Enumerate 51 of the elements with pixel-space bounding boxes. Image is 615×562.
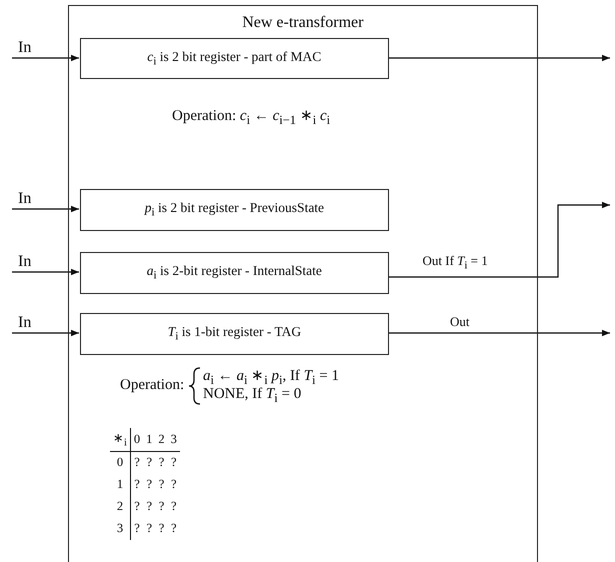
- operation-label: Operation:: [120, 377, 184, 394]
- register-label: a$_{i}$ is 2-bit register - InternalState: [146, 263, 322, 282]
- table-cell: ?: [168, 451, 180, 474]
- arrow: [12, 206, 79, 212]
- table-cell-text: ?: [158, 476, 166, 493]
- table-cell-text: ?: [170, 476, 178, 493]
- arrow: [388, 330, 610, 336]
- table-cell-text: ?: [158, 520, 166, 537]
- table-header-cell: ∗$_{i}$: [110, 428, 130, 451]
- table-cell-text: ?: [170, 520, 178, 537]
- arrow: [388, 202, 610, 278]
- table-cell-text: ?: [146, 476, 154, 493]
- table-cell: ?: [130, 451, 144, 474]
- table-cell: ?: [130, 474, 144, 496]
- table-header-cell: 0: [130, 428, 144, 451]
- register-label: c$_{i}$ is 2 bit register - part of MAC: [147, 48, 322, 68]
- container-title: New e-transformer: [242, 14, 364, 32]
- arrow: [12, 330, 79, 336]
- arrow: [388, 54, 610, 62]
- register-box: [80, 189, 389, 231]
- case-line: NONE, If T$_{i}$ = 0: [203, 386, 302, 406]
- table-cell-text: ?: [158, 498, 166, 515]
- table-header-cell: 3: [168, 428, 180, 451]
- register-label: T$_{i}$ is 1-bit register - TAG: [168, 324, 302, 343]
- table-header-cell: 3: [110, 518, 130, 540]
- register-box: [80, 313, 389, 355]
- operation-formula: Operation: c$_{i}$ ← c$_{i−1}$ ∗$_{i}$ c$_{i}$: [172, 107, 330, 128]
- edge-label: In: [17, 41, 32, 55]
- table-cell-text: ?: [170, 498, 178, 515]
- edge-label: In: [17, 316, 32, 330]
- table-cell: ?: [143, 451, 156, 474]
- table-cell-text: ?: [146, 498, 154, 515]
- edge-label: Out: [449, 315, 470, 329]
- table-cell: ?: [155, 451, 168, 474]
- table-header-cell: 1: [143, 428, 156, 451]
- register-label: p$_{i}$ is 2 bit register - PreviousState: [144, 200, 324, 219]
- edge-label: In: [17, 192, 32, 206]
- table-cell-text: ?: [146, 520, 154, 537]
- arrow: [12, 268, 79, 276]
- container-box: [68, 5, 538, 562]
- table-cell: ?: [130, 496, 144, 518]
- table-header-cell: 2: [155, 428, 168, 451]
- edge-label: In: [17, 255, 32, 269]
- table-cell: ?: [130, 518, 144, 540]
- table-header-cell: 0: [110, 451, 130, 474]
- arrow: [12, 54, 79, 62]
- table-header-cell: 2: [110, 496, 130, 518]
- table-header-cell: 1: [110, 474, 130, 496]
- case-line: a$_{i}$ ← a$_{i}$ ∗$_{i}$ p$_{i}$, If T$_{i}$ = 1: [203, 367, 339, 388]
- register-box: [80, 38, 389, 79]
- register-box: [80, 252, 389, 294]
